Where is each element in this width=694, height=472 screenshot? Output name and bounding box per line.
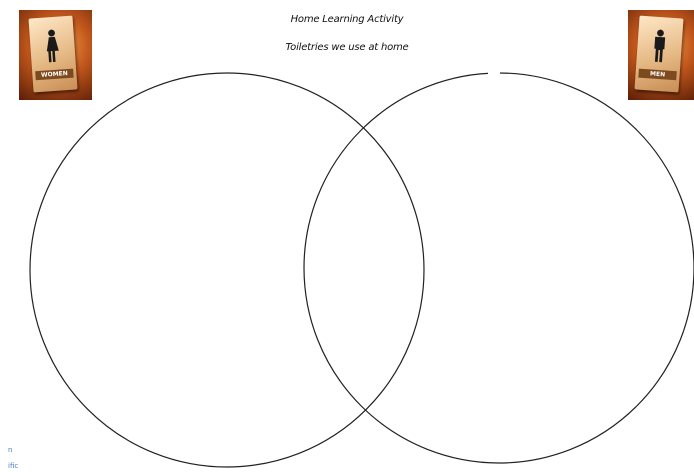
venn-right-circle-gap [488, 66, 500, 76]
edge-mark-bottom: ific [8, 462, 18, 470]
edge-mark-top: n [8, 446, 12, 454]
venn-right-circle [304, 73, 694, 463]
venn-left-circle [30, 73, 424, 467]
